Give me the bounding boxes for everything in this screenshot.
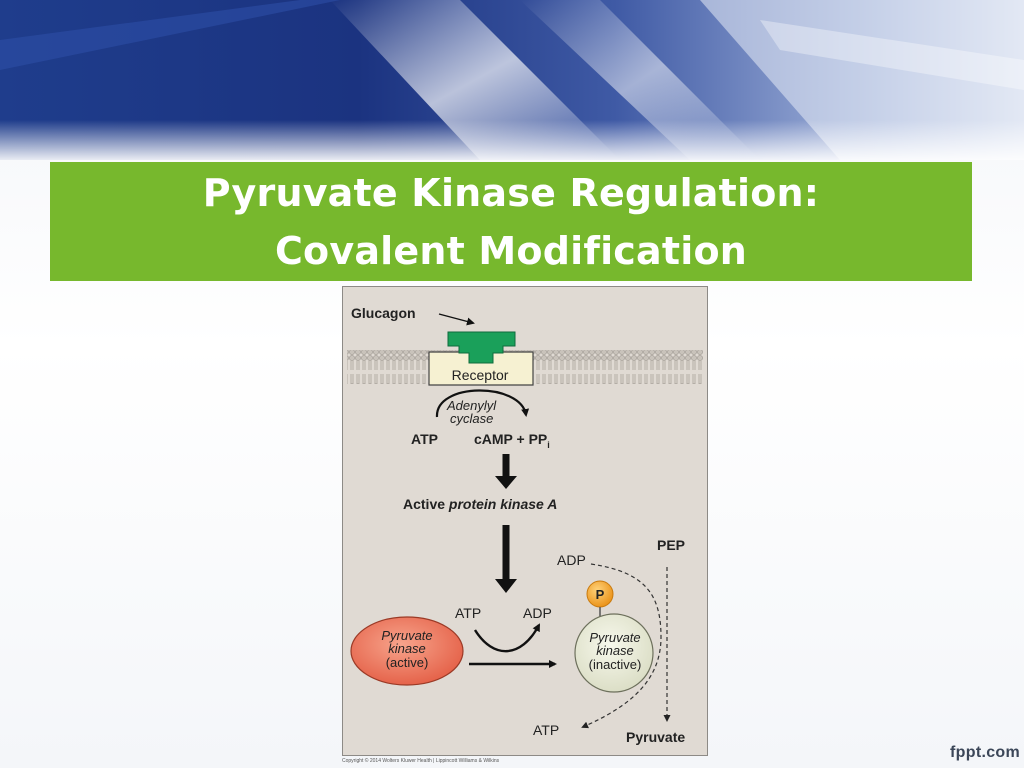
glucagon-bound-shape <box>447 331 516 364</box>
adp-to-atp-dashed-arrow <box>581 563 662 729</box>
glucagon-label: Glucagon <box>351 305 416 321</box>
inactive-enzyme-line1: Pyruvate <box>589 630 640 645</box>
cyclase-label: cyclase <box>450 411 493 426</box>
pyruvate-kinase-inactive <box>574 613 654 693</box>
glucagon-arrow <box>438 313 475 326</box>
cyclase-arc <box>435 389 530 418</box>
adp-mid-label: ADP <box>557 552 586 568</box>
active-enzyme-line2: kinase <box>388 641 426 656</box>
pyruvate-label: Pyruvate <box>626 729 685 745</box>
adp-right-label: ADP <box>523 605 552 621</box>
atp-left-label: ATP <box>455 605 481 621</box>
pep-label: PEP <box>657 537 685 553</box>
pka-label: Active protein kinase A <box>403 496 557 512</box>
receptor-label: Receptor <box>452 367 509 383</box>
pyruvate-kinase-active <box>350 616 464 686</box>
arrow-pka-to-enzyme-head <box>495 579 517 593</box>
atp-top-label: ATP <box>411 431 438 447</box>
inactive-enzyme-line2: kinase <box>596 643 634 658</box>
header-banner <box>0 0 1024 160</box>
active-enzyme-line1: Pyruvate <box>381 628 432 643</box>
camp-label: cAMP + PPi <box>474 431 550 450</box>
atp-adp-curved-arrow <box>473 623 541 653</box>
brand-logo-text: fppt.com <box>950 744 1020 761</box>
active-enzyme-line3: (active) <box>386 655 429 670</box>
title-line-2: Covalent Modification <box>274 228 748 273</box>
arrow-camp-to-pka-head <box>495 476 517 489</box>
title-box: Pyruvate Kinase Regulation: Covalent Mod… <box>50 162 972 281</box>
inactive-enzyme-line3: (inactive) <box>589 657 642 672</box>
title-line-1: Pyruvate Kinase Regulation: <box>202 170 820 215</box>
atp-bottom-label: ATP <box>533 722 559 738</box>
pathway-diagram: Glucagon Receptor Adenylyl cyclase ATP c… <box>347 305 703 745</box>
copyright-notice: Copyright © 2014 Wolters Kluwer Health |… <box>342 758 500 764</box>
diagram-figure: Glucagon Receptor Adenylyl cyclase ATP c… <box>342 286 708 756</box>
phosphate-label: P <box>596 587 605 602</box>
adenylyl-label: Adenylyl <box>446 398 497 413</box>
